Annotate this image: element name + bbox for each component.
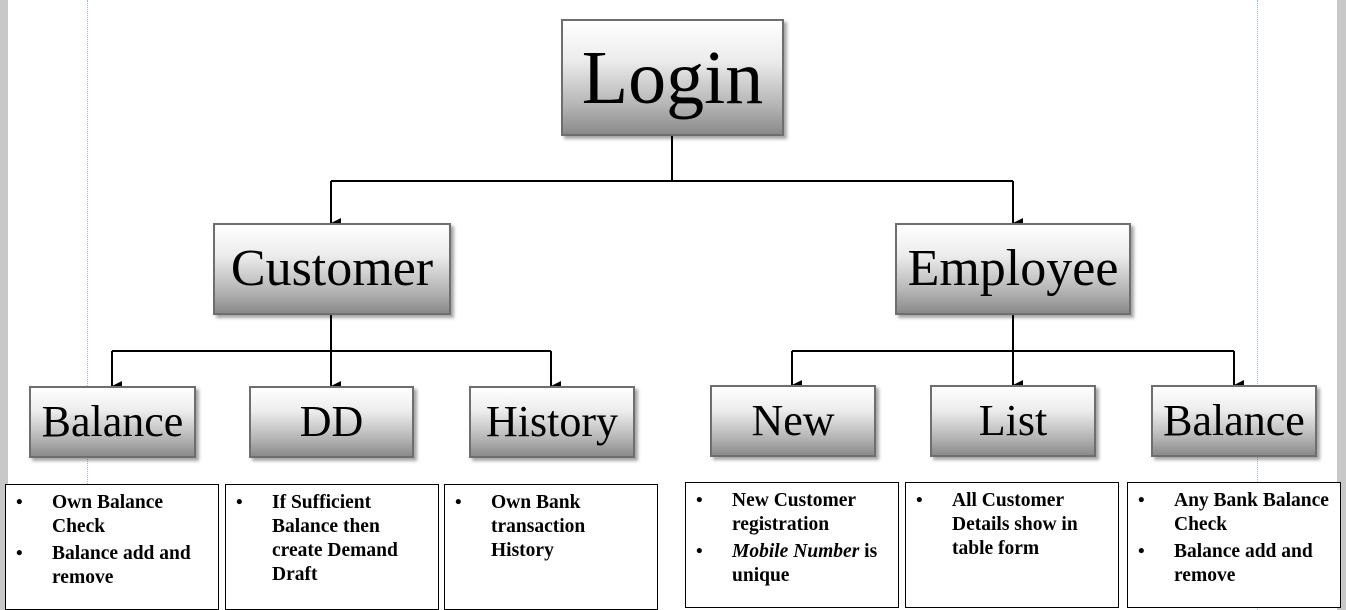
- node-emp-new-label: New: [751, 396, 835, 445]
- node-customer-label: Customer: [230, 240, 434, 297]
- node-cust-dd-label: DD: [299, 397, 364, 446]
- note-emp-list: • All Customer Details show in table form: [905, 482, 1119, 608]
- note-item: • Mobile Number is unique: [694, 540, 890, 588]
- margin-guide-right: [1257, 0, 1258, 610]
- bullet-icon: •: [696, 541, 703, 562]
- note-item-emphasis: Mobile Number: [732, 541, 860, 562]
- window-left-edge: [0, 0, 8, 610]
- note-item: • New Customer registration: [694, 489, 890, 537]
- node-login-label: Login: [581, 35, 764, 120]
- note-item: • Own Bank transaction History: [453, 491, 649, 563]
- node-emp-list: List: [930, 385, 1096, 457]
- note-item-text: Any Bank Balance Check: [1174, 490, 1329, 535]
- bullet-icon: •: [236, 492, 243, 513]
- bullet-icon: •: [16, 492, 23, 513]
- note-cust-balance: • Own Balance Check • Balance add and remo…: [5, 484, 219, 610]
- node-cust-balance-label: Balance: [41, 397, 184, 446]
- node-cust-dd: DD: [249, 386, 414, 458]
- note-item: • Own Balance Check: [14, 491, 210, 539]
- note-emp-balance: • Any Bank Balance Check • Balance add and…: [1127, 482, 1341, 608]
- bullet-icon: •: [16, 543, 23, 564]
- note-item: • Balance add and remove: [14, 542, 210, 590]
- note-emp-new: • New Customer registration • Mobile Numbe…: [685, 482, 899, 608]
- note-item: • All Customer Details show in table form: [914, 489, 1110, 561]
- note-item: • Any Bank Balance Check: [1136, 489, 1332, 537]
- node-employee: Employee: [895, 223, 1131, 315]
- node-cust-history: History: [469, 386, 635, 458]
- margin-guide-left: [87, 0, 88, 610]
- window-right-edge: [1337, 0, 1346, 610]
- node-cust-history-label: History: [486, 397, 618, 446]
- bullet-icon: •: [1138, 541, 1145, 562]
- note-item: • Balance add and remove: [1136, 540, 1332, 588]
- note-item-text: is unique: [732, 541, 878, 586]
- node-login: Login: [561, 19, 784, 136]
- note-cust-dd: • If Sufficient Balance then create Deman…: [225, 484, 439, 610]
- note-item-text: Own Balance Check: [52, 492, 164, 537]
- note-item-text: Own Bank transaction History: [491, 492, 586, 561]
- note-item-text: New Customer registration: [732, 490, 856, 535]
- bullet-icon: •: [916, 490, 923, 511]
- node-customer: Customer: [213, 223, 451, 315]
- bullet-icon: •: [455, 492, 462, 513]
- node-emp-balance: Balance: [1151, 385, 1317, 457]
- bullet-icon: •: [696, 490, 703, 511]
- node-emp-balance-label: Balance: [1163, 396, 1305, 445]
- node-employee-label: Employee: [907, 240, 1119, 297]
- note-item-text: All Customer Details show in table form: [952, 490, 1078, 559]
- note-cust-history: • Own Bank transaction History: [444, 484, 658, 610]
- node-emp-list-label: List: [978, 396, 1048, 445]
- note-item-text: Balance add and remove: [52, 543, 191, 588]
- bullet-icon: •: [1138, 490, 1145, 511]
- note-item-text: Balance add and remove: [1174, 541, 1313, 586]
- note-item: • If Sufficient Balance then create Deman…: [234, 491, 430, 587]
- node-emp-new: New: [710, 385, 876, 457]
- node-cust-balance: Balance: [29, 386, 196, 458]
- note-item-text: If Sufficient Balance then create Demand…: [272, 492, 398, 585]
